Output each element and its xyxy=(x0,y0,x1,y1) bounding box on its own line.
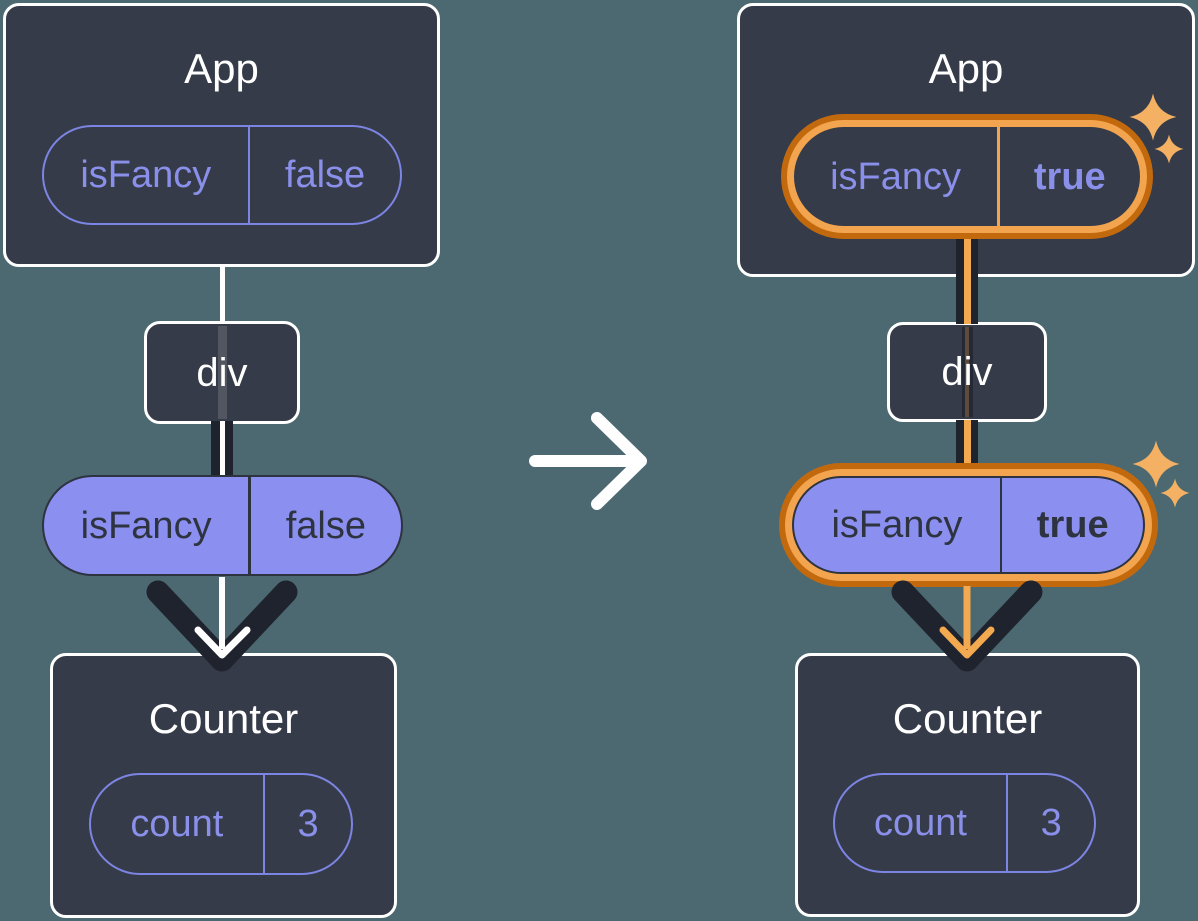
prop-pill-app-right-highlighted: isFancy true xyxy=(794,127,1140,226)
state-value: 3 xyxy=(297,803,319,845)
pill-divider xyxy=(262,775,266,873)
prop-value: false xyxy=(284,154,366,196)
div-element-box-right: div xyxy=(887,322,1047,422)
state-pill-counter-left: count 3 xyxy=(89,773,353,875)
flow-arrowhead-core-right xyxy=(939,626,995,659)
pill-divider xyxy=(247,127,251,223)
prop-name: isFancy xyxy=(830,155,961,198)
transition-arrow-icon xyxy=(529,412,647,510)
div-element-box-left: div xyxy=(144,321,300,424)
connector-div-to-prop-left-core xyxy=(219,421,225,477)
pill-divider xyxy=(999,478,1003,572)
prop-pill-app-left: isFancy false xyxy=(42,125,402,225)
state-name: count xyxy=(130,803,224,845)
prop-value: true xyxy=(1036,504,1109,546)
pill-divider xyxy=(1005,775,1009,871)
flow-arrowhead-dark-left xyxy=(146,580,298,672)
prop-value: false xyxy=(285,504,366,547)
state-pill-counter-right: count 3 xyxy=(833,773,1096,873)
sparkle-icon xyxy=(1160,478,1190,508)
connector-app-to-div-right-core xyxy=(963,232,971,324)
pass-through-line-faint xyxy=(961,327,973,417)
flow-arrowhead-dark-right xyxy=(891,580,1043,672)
element-label: div xyxy=(941,350,993,394)
flow-arrowhead-core-left xyxy=(194,626,251,659)
prop-name: isFancy xyxy=(80,154,212,196)
pass-through-line-faint xyxy=(217,326,227,419)
pill-divider xyxy=(248,477,251,574)
pass-through-line-faint-core xyxy=(965,327,969,417)
connector-div-to-prop-right-core xyxy=(963,420,971,465)
connector-app-to-div-left xyxy=(219,264,225,324)
component-title: App xyxy=(184,45,259,92)
sparkle-icon xyxy=(1132,440,1180,488)
state-name: count xyxy=(873,802,967,844)
prop-value: true xyxy=(1033,155,1106,198)
state-value: 3 xyxy=(1040,802,1062,844)
element-label: div xyxy=(196,350,248,395)
component-title: Counter xyxy=(148,695,299,742)
component-title: Counter xyxy=(892,695,1043,742)
prop-pill-passed-right-highlighted: isFancy true xyxy=(792,476,1145,574)
pill-divider xyxy=(997,127,1000,226)
component-title: App xyxy=(928,45,1004,92)
prop-pill-passed-left: isFancy false xyxy=(42,475,403,576)
prop-name: isFancy xyxy=(80,504,212,547)
prop-name: isFancy xyxy=(831,504,963,546)
